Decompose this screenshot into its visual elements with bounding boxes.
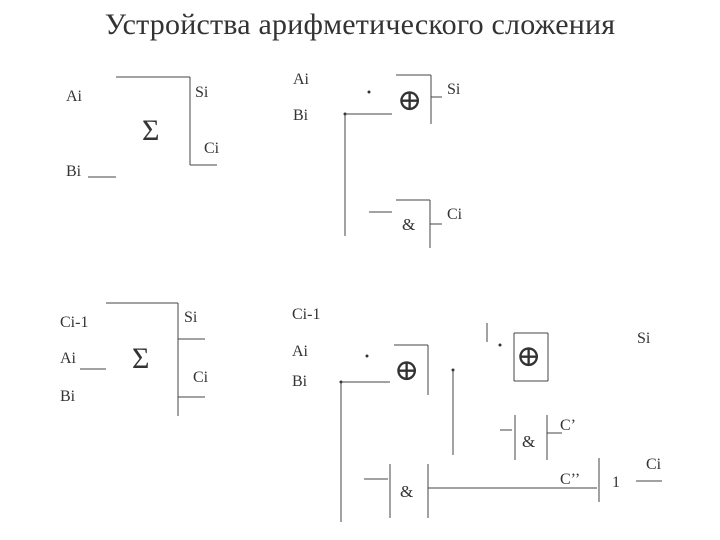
half-adder-block: Ai Bi Σ Si Ci [66,76,220,180]
half-adder-circuit-a-junction [367,90,371,94]
half-adder-circuit-output-c-label: Ci [447,206,463,223]
full-adder-circuit-input-c-label: Ci-1 [292,306,320,323]
half-adder-xor-symbol: ⊕ [397,84,422,117]
full-adder-block-sum-symbol: Σ [132,342,149,375]
full-adder-circuit-input-b-label: Bi [292,373,308,390]
full-adder-block-input-c-label: Ci-1 [60,314,88,331]
half-adder-block-sum-symbol: Σ [142,114,159,147]
full-adder-block-output-c-label: Ci [193,369,209,386]
half-adder-circuit-input-b-label: Bi [293,107,309,124]
full-adder-xor1-symbol: ⊕ [394,354,419,387]
full-adder-and1-symbol: & [522,432,535,451]
full-adder-block-input-a-label: Ai [60,350,77,367]
full-adder-and2-symbol: & [400,482,413,501]
full-adder-circuit: Ci-1 Ai Bi ⊕ ⊕ Si & C’ & C’’ [292,306,662,522]
half-adder-circuit-input-a-label: Ai [293,71,310,88]
full-adder-carry2-label: C’’ [560,471,580,488]
half-adder-block-input-a-label: Ai [66,88,83,105]
full-adder-block-output-s-label: Si [184,309,198,326]
full-adder-circuit-input-a-label: Ai [292,343,309,360]
half-adder-circuit: Ai Bi ⊕ Si & Ci [293,71,463,248]
half-adder-and-symbol: & [402,215,415,234]
full-adder-xor2-symbol: ⊕ [516,340,541,373]
xor2-input-junction [498,343,502,347]
full-adder-circuit-a-junction [365,354,369,358]
half-adder-block-output-c-label: Ci [204,140,220,157]
full-adder-block: Ci-1 Ai Bi Σ Si Ci [60,302,209,416]
full-adder-or-symbol: 1 [612,474,620,491]
full-adder-carry1-label: C’ [560,417,576,434]
full-adder-circuit-output-c-label: Ci [646,456,662,473]
full-adder-block-input-b-label: Bi [60,388,76,405]
half-adder-block-output-s-label: Si [195,84,209,101]
half-adder-circuit-output-s-label: Si [447,81,461,98]
full-adder-circuit-output-s-label: Si [637,330,651,347]
page-title: Устройства арифметического сложения [104,8,616,41]
half-adder-block-input-b-label: Bi [66,163,82,180]
